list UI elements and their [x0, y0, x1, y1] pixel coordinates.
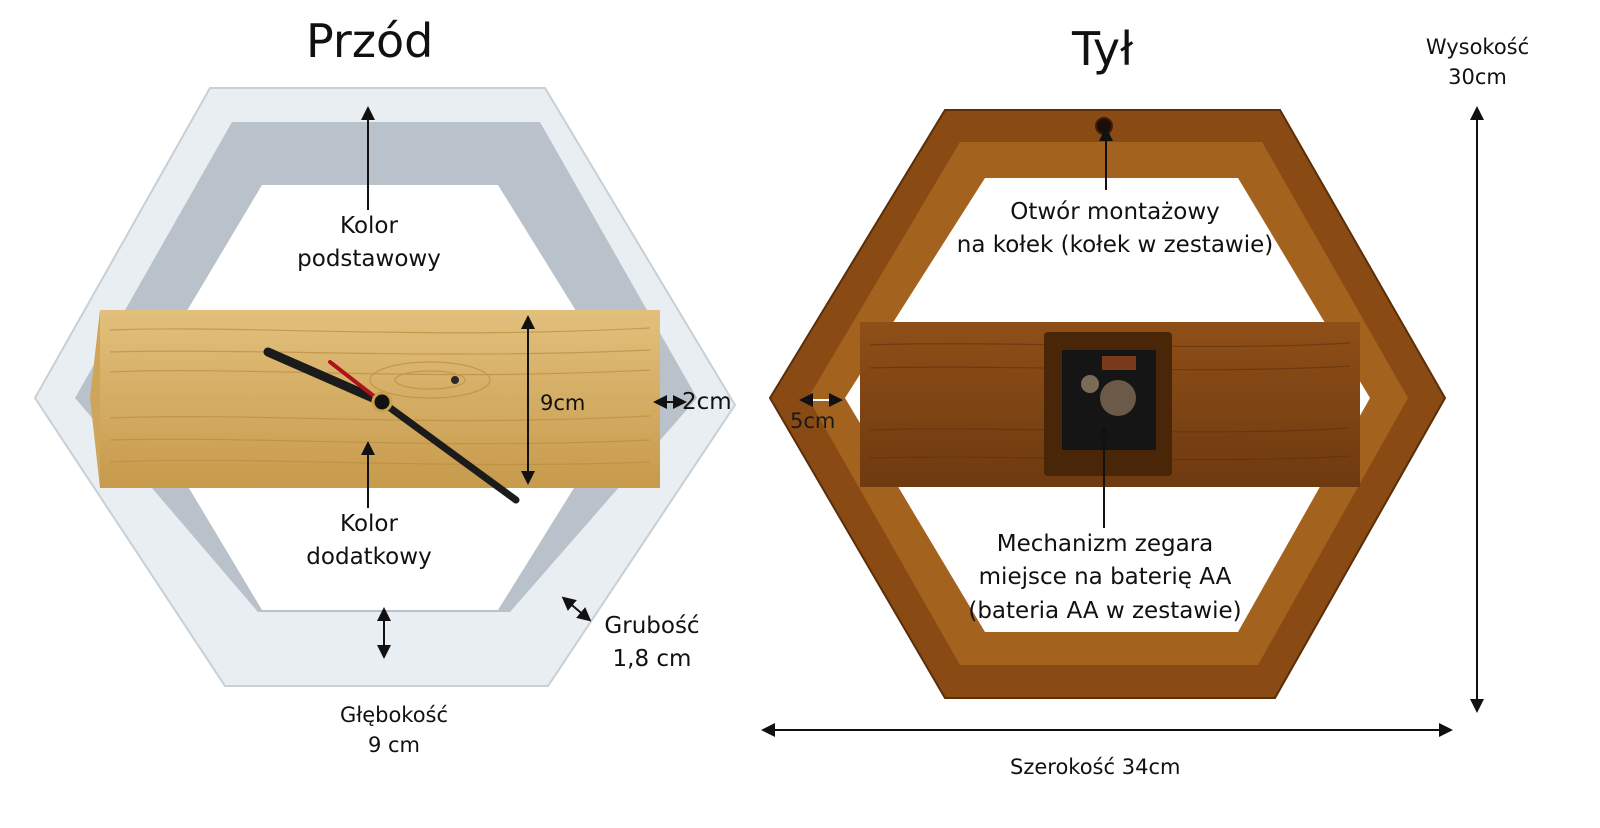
thickness-arrow: [561, 596, 592, 622]
base-color-line-1: Kolor: [340, 213, 398, 239]
thickness-label: Grubość 1,8 cm: [592, 610, 712, 677]
mechanism-line-1: Mechanizm zegara: [996, 531, 1214, 557]
mechanism-line-3: (bateria AA w zestawie): [968, 597, 1242, 624]
knot: [451, 376, 459, 384]
mechanism-gear-1: [1100, 380, 1136, 416]
depth-line-2: 9 cm: [367, 733, 421, 758]
mechanism-label: Mechanizm zegara miejsce na baterię AA (…: [955, 528, 1255, 628]
depth-label: Głębokość 9 cm: [314, 700, 474, 761]
height-label: Wysokość 30cm: [1410, 32, 1545, 93]
clock-center-cap: [371, 391, 393, 413]
accent-color-label: Kolor dodatkowy: [294, 508, 444, 575]
mount-hole: [1095, 117, 1113, 135]
front-board-left-tip: [90, 310, 100, 488]
board-height-label: 9cm: [540, 391, 586, 415]
clock-hands: [263, 347, 520, 504]
hour-hand: [263, 347, 387, 407]
mechanism-gear-2: [1081, 375, 1099, 393]
front-title: Przód: [306, 14, 434, 68]
back-title: Tył: [1072, 22, 1134, 76]
thickness-line-1: Grubość: [604, 613, 700, 639]
front-clock: [33, 87, 737, 687]
height-line-2: 30cm: [1448, 65, 1507, 90]
accent-color-line-2: dodatkowy: [306, 544, 432, 571]
mount-hole-label: Otwór montażowy na kołek (kołek w zestaw…: [940, 196, 1290, 263]
height-line-1: Wysokość: [1425, 35, 1530, 59]
base-color-label: Kolor podstawowy: [294, 210, 444, 277]
mount-hole-line-2: na kołek (kołek w zestawie): [956, 232, 1274, 259]
mount-hole-line-1: Otwór montażowy: [1010, 199, 1220, 225]
base-color-line-2: podstawowy: [297, 246, 441, 273]
depth-line-1: Głębokość: [339, 703, 449, 727]
back-frame-width-label: 5cm: [790, 409, 836, 433]
width-label: Szerokość 34cm: [1010, 755, 1181, 779]
mechanism-line-2: miejsce na baterię AA: [978, 564, 1232, 591]
thickness-line-2: 1,8 cm: [612, 646, 692, 673]
mechanism-battery-slot: [1102, 356, 1136, 370]
frame-width-label: 2cm: [682, 389, 732, 415]
minute-hand: [378, 398, 520, 504]
back-clock: [768, 109, 1447, 699]
accent-color-line-1: Kolor: [340, 511, 398, 537]
